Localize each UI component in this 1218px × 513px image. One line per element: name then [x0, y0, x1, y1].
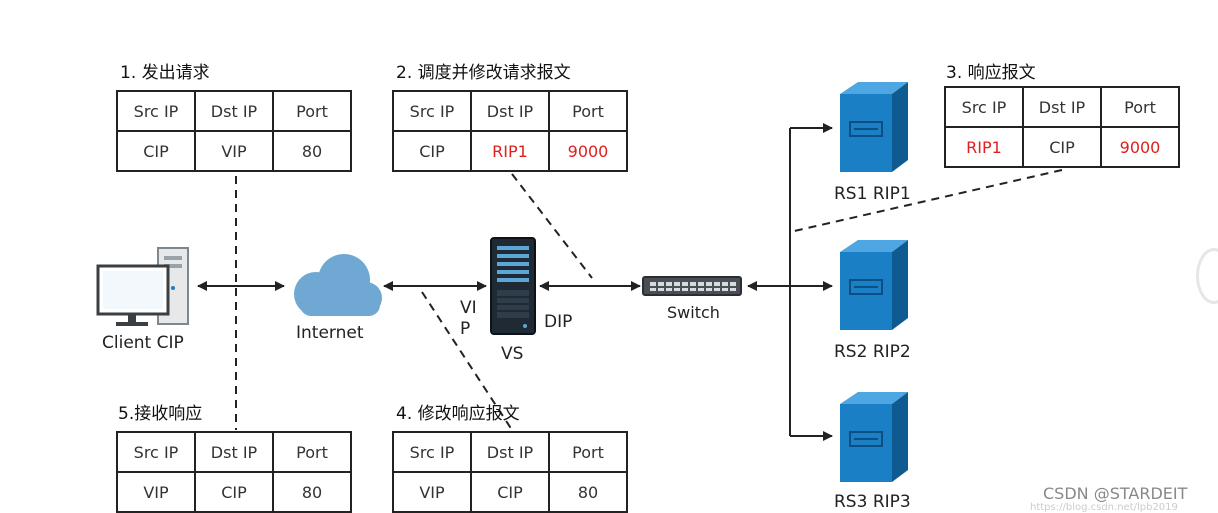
- port-value: 80: [272, 130, 352, 172]
- client-label: Client CIP: [102, 333, 184, 353]
- header-port: Port: [548, 90, 628, 132]
- dst-ip-value: CIP: [1022, 126, 1102, 168]
- port-value: 80: [548, 471, 628, 513]
- client-computer-icon: [96, 244, 196, 334]
- switch-icon: [642, 276, 742, 300]
- src-ip-value: CIP: [116, 130, 196, 172]
- src-ip-value: VIP: [116, 471, 196, 513]
- internet-label: Internet: [296, 323, 364, 343]
- header-dst-ip: Dst IP: [194, 90, 274, 132]
- watermark-url: https://blog.csdn.net/lpb2019: [1030, 502, 1178, 513]
- header-dst-ip: Dst IP: [194, 431, 274, 473]
- header-port: Port: [272, 90, 352, 132]
- dst-ip-value: VIP: [194, 130, 274, 172]
- dst-ip-value: CIP: [470, 471, 550, 513]
- src-ip-value: CIP: [392, 130, 472, 172]
- step2-title: 2. 调度并修改请求报文: [396, 63, 571, 83]
- header-port: Port: [1100, 86, 1180, 128]
- step3-dashed-line: [789, 169, 1063, 233]
- step5-title: 5.接收响应: [118, 404, 203, 424]
- rs1-server-icon: [836, 80, 912, 180]
- switch-label: Switch: [667, 303, 720, 322]
- rs1-label: RS1 RIP1: [834, 184, 911, 204]
- header-port: Port: [548, 431, 628, 473]
- dip-label: DIP: [544, 312, 573, 332]
- header-src-ip: Src IP: [116, 90, 196, 132]
- step2-dashed-line: [511, 173, 593, 279]
- vs-server-icon: [489, 236, 537, 340]
- rs3-server-icon: [836, 390, 912, 490]
- rs2-label: RS2 RIP2: [834, 342, 911, 362]
- port-value: 80: [272, 471, 352, 513]
- internet-cloud-icon: [286, 252, 386, 324]
- step3-title: 3. 响应报文: [946, 63, 1036, 83]
- header-src-ip: Src IP: [392, 90, 472, 132]
- header-dst-ip: Dst IP: [470, 431, 550, 473]
- header-port: Port: [272, 431, 352, 473]
- header-src-ip: Src IP: [392, 431, 472, 473]
- step1-title: 1. 发出请求: [120, 63, 210, 83]
- rs2-server-icon: [836, 238, 912, 338]
- header-src-ip: Src IP: [944, 86, 1024, 128]
- dst-ip-value: RIP1: [470, 130, 550, 172]
- vip-label: VI P: [460, 298, 477, 339]
- src-ip-value: RIP1: [944, 126, 1024, 168]
- src-ip-value: VIP: [392, 471, 472, 513]
- port-value: 9000: [1100, 126, 1180, 168]
- dst-ip-value: CIP: [194, 471, 274, 513]
- header-src-ip: Src IP: [116, 431, 196, 473]
- header-dst-ip: Dst IP: [1022, 86, 1102, 128]
- watermark: CSDN @STARDEIT: [1043, 484, 1188, 503]
- step4-title: 4. 修改响应报文: [396, 404, 520, 424]
- port-value: 9000: [548, 130, 628, 172]
- header-dst-ip: Dst IP: [470, 90, 550, 132]
- rs3-label: RS3 RIP3: [834, 492, 911, 512]
- vs-label: VS: [501, 344, 524, 364]
